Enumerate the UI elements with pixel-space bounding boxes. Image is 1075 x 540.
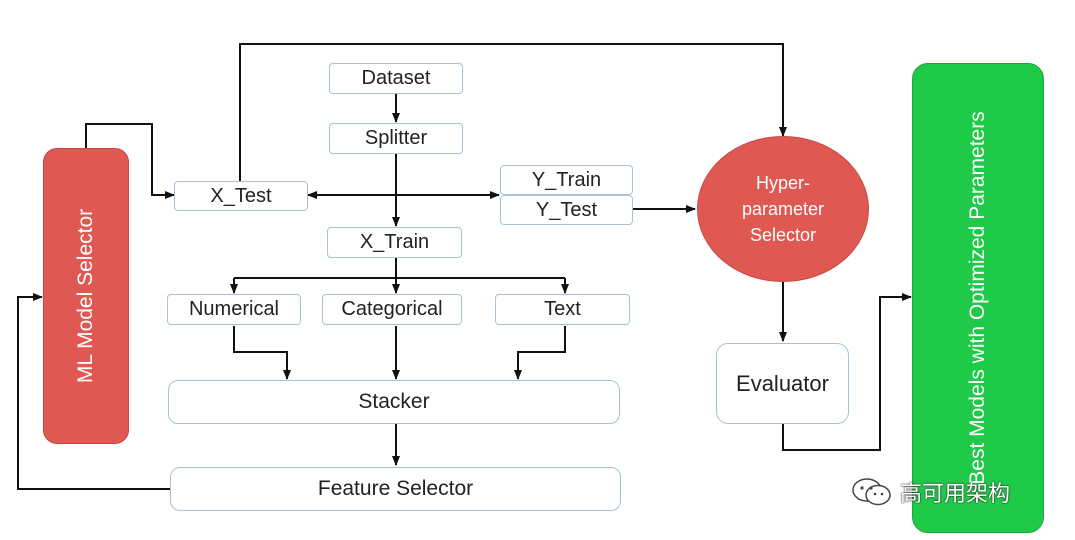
arrow-numerical-stacker (233, 326, 291, 380)
arrow-xtest-hyper (239, 43, 787, 181)
x-train-box: X_Train (327, 227, 462, 258)
text-box: Text (495, 294, 630, 325)
stacker-label: Stacker (358, 390, 430, 413)
y-test-box: Y_Test (500, 195, 633, 225)
y-train-label: Y_Train (531, 168, 602, 191)
arrow-ml-xtest (85, 123, 175, 199)
x-test-box: X_Test (174, 181, 308, 211)
ml-model-selector-label: ML Model Selector (74, 208, 97, 384)
dataset-box: Dataset (329, 63, 463, 94)
feature-selector-box: Feature Selector (170, 467, 621, 511)
y-test-label: Y_Test (535, 198, 598, 221)
categorical-label: Categorical (341, 298, 443, 320)
ml-model-selector-box: ML Model Selector (43, 148, 129, 444)
hyperparameter-selector-label: Hyper- parameter Selector (741, 172, 825, 246)
stacker-box: Stacker (168, 380, 620, 424)
best-models-label: Best Models with Optimized Parameters (966, 111, 989, 485)
arrow-evaluator-best (782, 293, 912, 451)
watermark: 高可用架构 (850, 476, 1010, 508)
arrow-text-stacker (514, 326, 566, 380)
best-models-box: Best Models with Optimized Parameters (912, 63, 1044, 533)
categorical-box: Categorical (322, 294, 462, 325)
dataset-label: Dataset (361, 67, 431, 89)
x-test-label: X_Test (210, 184, 272, 207)
splitter-label: Splitter (364, 127, 428, 149)
wechat-icon (852, 478, 891, 506)
watermark-text: 高可用架构 (900, 481, 1011, 506)
evaluator-box: Evaluator (716, 343, 849, 424)
evaluator-label: Evaluator (736, 370, 829, 396)
hyperparameter-selector-ellipse: Hyper- parameter Selector (697, 136, 869, 282)
arrow-featureselector-ml (17, 293, 170, 490)
numerical-box: Numerical (167, 294, 301, 325)
numerical-label: Numerical (188, 298, 280, 320)
y-train-box: Y_Train (500, 165, 633, 195)
splitter-box: Splitter (329, 123, 463, 154)
text-label: Text (544, 298, 581, 320)
feature-selector-label: Feature Selector (317, 477, 474, 500)
x-train-label: X_Train (359, 231, 430, 253)
